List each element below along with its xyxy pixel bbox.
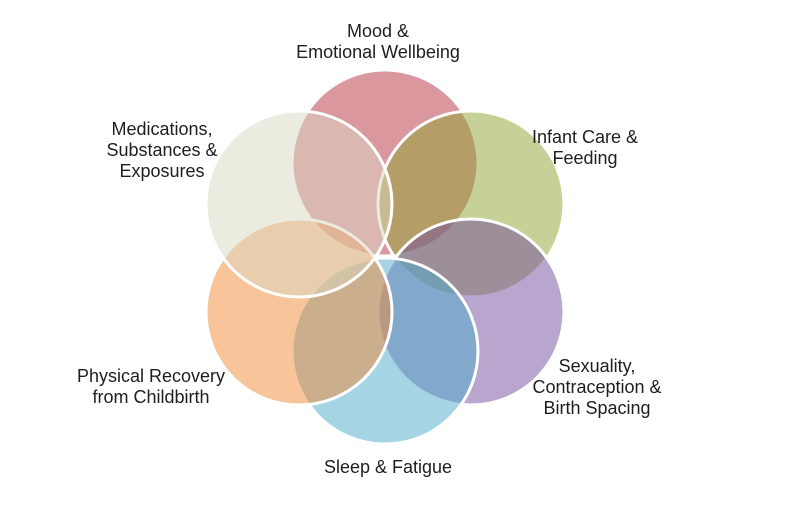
label-medications: Medications, Substances & Exposures xyxy=(106,119,217,182)
label-line: Exposures xyxy=(119,161,205,181)
label-sexuality: Sexuality, Contraception & Birth Spacing xyxy=(532,356,661,419)
label-mood: Mood & Emotional Wellbeing xyxy=(296,21,460,63)
label-physical-recovery: Physical Recovery from Childbirth xyxy=(77,366,225,408)
label-line: Sexuality, xyxy=(558,356,636,376)
label-line: Medications, xyxy=(111,119,213,139)
medications-circle xyxy=(204,109,394,299)
label-line: Mood & xyxy=(346,21,410,41)
label-line: Feeding xyxy=(552,148,618,168)
label-line: Sleep & Fatigue xyxy=(323,457,453,477)
label-sleep: Sleep & Fatigue xyxy=(324,457,452,478)
label-infant-care: Infant Care & Feeding xyxy=(532,127,638,169)
label-line: Substances & xyxy=(106,140,218,160)
label-line: Birth Spacing xyxy=(543,398,651,418)
label-line: Contraception & xyxy=(532,377,662,397)
label-line: from Childbirth xyxy=(92,387,210,407)
label-line: Emotional Wellbeing xyxy=(296,42,460,62)
label-line: Infant Care & xyxy=(531,127,639,147)
label-line: Physical Recovery xyxy=(76,366,226,386)
